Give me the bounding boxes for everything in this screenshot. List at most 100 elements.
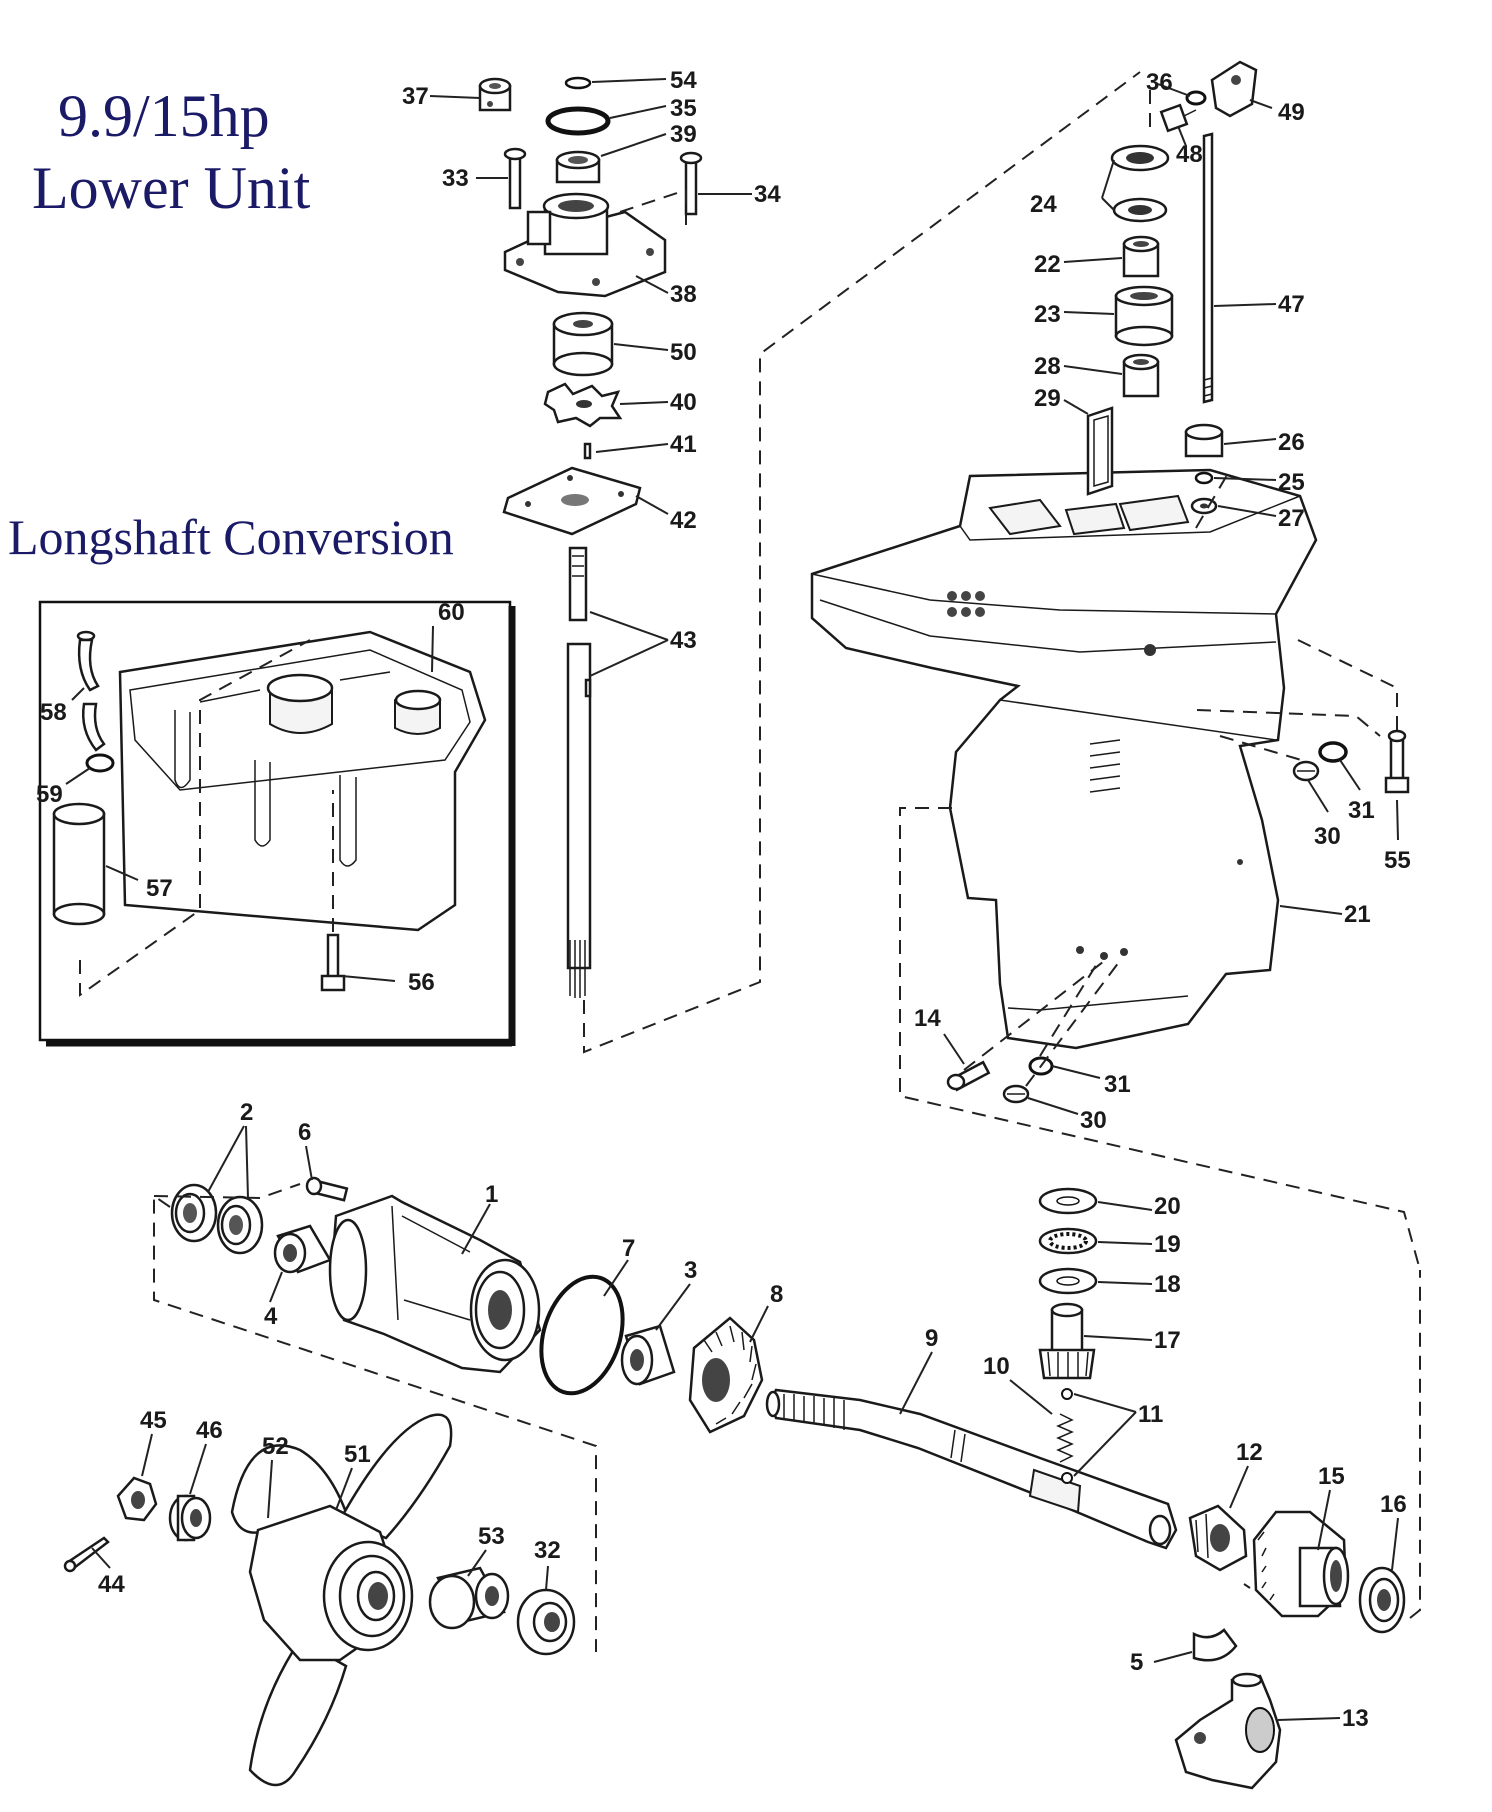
spline-washer-46: [168, 1494, 212, 1542]
o-ring-59: [85, 753, 115, 773]
callout-40: 40: [670, 389, 697, 416]
callout-46: 46: [196, 1417, 223, 1444]
bearing-carrier-group: [153, 1125, 691, 1652]
key-41: [583, 442, 592, 460]
screw-48: [1159, 103, 1197, 133]
extension-housing: [118, 630, 487, 932]
cotter-pin-44: [63, 1536, 110, 1573]
o-ring-7: [539, 1274, 625, 1396]
callout-44: 44: [98, 1571, 125, 1598]
callout-32: 32: [534, 1537, 561, 1564]
callout-28: 28: [1034, 353, 1061, 380]
impeller-cup-50: [552, 311, 614, 377]
screw-6: [305, 1176, 349, 1202]
seal-2a: [170, 1183, 218, 1243]
callout-17: 17: [1154, 1327, 1181, 1354]
bushing-57: [52, 802, 106, 926]
callout-7: 7: [622, 1235, 635, 1262]
o-ring-25: [1194, 471, 1214, 485]
propshaft-group: [688, 1187, 1421, 1790]
callout-10: 10: [983, 1353, 1010, 1380]
propeller-group: [63, 1413, 576, 1787]
callout-55: 55: [1384, 847, 1411, 874]
callout-41: 41: [670, 431, 697, 458]
callout-23: 23: [1034, 301, 1061, 328]
callout-49: 49: [1278, 99, 1305, 126]
balls-11: [1061, 1388, 1073, 1484]
washer-18: [1038, 1267, 1098, 1295]
impeller-40: [543, 382, 623, 428]
spacer-53: [428, 1566, 510, 1630]
callout-13: 13: [1342, 1705, 1369, 1732]
callout-36: 36: [1146, 69, 1173, 96]
nut-45: [116, 1476, 158, 1522]
callout-11: 11: [1138, 1401, 1163, 1428]
bearing-carrier-1: [328, 1194, 542, 1374]
driveshaft-43: [566, 546, 592, 998]
callout-18: 18: [1154, 1271, 1181, 1298]
lower-hardware: [899, 807, 1421, 1271]
callout-4: 4: [264, 1303, 278, 1330]
lever-49: [1210, 60, 1258, 118]
callout-58: 58: [40, 699, 67, 726]
thrust-bearing-19: [1038, 1227, 1098, 1255]
callout-35: 35: [670, 95, 697, 122]
pump-housing-38: [503, 192, 667, 298]
callout-57: 57: [146, 875, 173, 902]
callout-33: 33: [442, 165, 469, 192]
callout-30-upper: 30: [1314, 823, 1341, 850]
cradle-5: [1192, 1628, 1238, 1662]
callout-60: 60: [438, 599, 465, 626]
washer-20: [1038, 1187, 1098, 1215]
screw-55: [1384, 729, 1410, 794]
grommet-37: [478, 77, 512, 112]
bearing-16: [1358, 1566, 1406, 1634]
callout-50: 50: [670, 339, 697, 366]
clutch-12: [1188, 1504, 1248, 1572]
callout-22: 22: [1034, 251, 1061, 278]
liner-39: [555, 150, 601, 184]
callout-34: 34: [754, 181, 781, 208]
shift-cam-13: [1174, 1672, 1282, 1790]
callout-30-lower: 30: [1080, 1107, 1107, 1134]
diagram-title-unit: Lower Unit: [32, 155, 311, 221]
callout-14: 14: [914, 1005, 941, 1032]
bearing-3: [620, 1324, 676, 1386]
seal-24a: [1110, 144, 1170, 172]
screw-14: [946, 1060, 991, 1092]
bearing-28: [1122, 353, 1160, 398]
callout-42: 42: [670, 507, 697, 534]
callout-15: 15: [1318, 1463, 1345, 1490]
seal-54: [564, 76, 592, 90]
washer-31a: [1318, 741, 1348, 763]
callout-24: 24: [1030, 191, 1057, 218]
water-tube-grommet: [76, 630, 106, 752]
shift-rod-47: [1202, 132, 1214, 404]
callout-16: 16: [1380, 1491, 1407, 1518]
propeller-shaft-9: [765, 1388, 1178, 1550]
callout-6: 6: [298, 1119, 311, 1146]
diagram-title-model: 9.9/15hp: [58, 83, 270, 149]
callout-25: 25: [1278, 469, 1305, 496]
o-ring-35: [545, 106, 611, 136]
longshaft-inset: [38, 600, 516, 1047]
callout-21: 21: [1344, 901, 1371, 928]
callout-38: 38: [670, 281, 697, 308]
callout-47: 47: [1278, 291, 1305, 318]
reverse-gear-15: [1252, 1510, 1350, 1618]
seal-24b: [1112, 197, 1168, 223]
bearing-4: [273, 1224, 332, 1274]
callout-26: 26: [1278, 429, 1305, 456]
plug-30a: [1292, 760, 1320, 782]
callout-20: 20: [1154, 1193, 1181, 1220]
callout-54: 54: [670, 67, 697, 94]
side-hardware: [1196, 639, 1410, 915]
callout-8: 8: [770, 1281, 783, 1308]
callout-56: 56: [408, 969, 435, 996]
pinion-17: [1038, 1302, 1096, 1380]
plate-42: [502, 466, 642, 536]
callout-9: 9: [925, 1325, 938, 1352]
longshaft-conversion-heading: Longshaft Conversion: [8, 509, 454, 565]
